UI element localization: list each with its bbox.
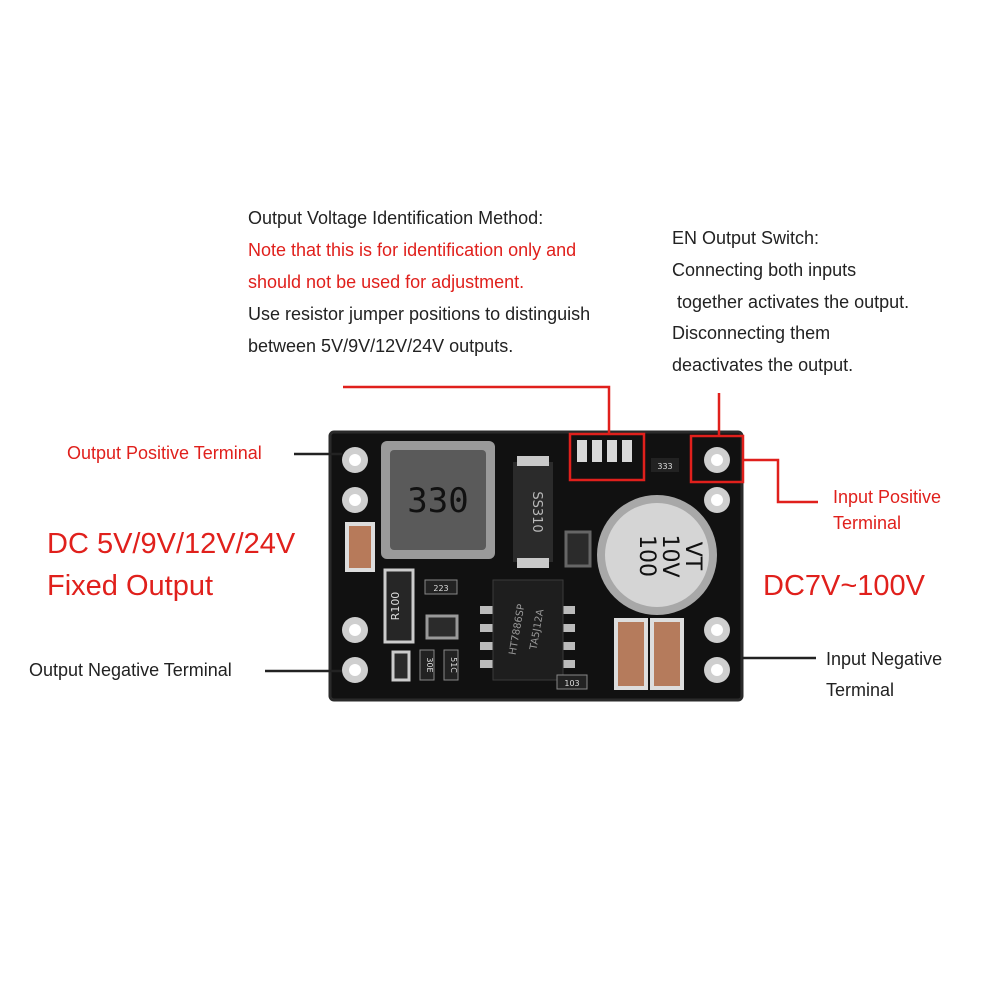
output-spec-line-1: DC 5V/9V/12V/24V [47, 528, 296, 560]
ceramic-capacitors [345, 522, 684, 690]
jumper-pads [577, 440, 632, 462]
en-note-line-4: deactivates the output. [672, 355, 854, 375]
diode-marking: SS310 [529, 491, 544, 532]
voltage-note-body-2: between 5V/9V/12V/24V outputs. [248, 336, 514, 356]
resistor-223: 223 [424, 579, 458, 595]
resistor-30e: 30E [419, 649, 435, 681]
svg-text:VT: VT [680, 542, 705, 571]
inductor: 330 [381, 441, 495, 559]
right-terminal-pads [704, 447, 730, 683]
input-negative-label-2: Terminal [826, 680, 895, 700]
svg-text:100: 100 [634, 535, 659, 577]
svg-text:10V: 10V [657, 534, 682, 577]
output-spec-line-2: Fixed Output [47, 570, 214, 602]
electrolytic-capacitor: 100 10V VT [597, 495, 717, 615]
pcb-edge [328, 430, 744, 702]
capacitor-small [391, 650, 411, 682]
input-positive-leader-line [743, 458, 818, 504]
voltage-note-title: Output Voltage Identification Method: [248, 208, 544, 228]
resistor-333: 333 [651, 458, 679, 472]
output-negative-label: Output Negative Terminal [29, 660, 232, 680]
voltage-leader-line [343, 385, 611, 434]
voltage-note-warning-1: Note that this is for identification onl… [248, 240, 577, 260]
voltage-note-body-1: Use resistor jumper positions to disting… [248, 304, 591, 324]
output-positive-label: Output Positive Terminal [67, 443, 262, 463]
svg-text:103: 103 [564, 679, 579, 688]
en-note-line-2: together activates the output. [672, 292, 910, 312]
left-terminal-pads [342, 447, 368, 683]
input-positive-label-2: Terminal [833, 513, 902, 533]
en-note-line-3: Disconnecting them [672, 323, 831, 343]
voltage-note-warning-2: should not be used for adjustment. [248, 272, 525, 292]
input-positive-label-1: Input Positive [833, 487, 942, 507]
en-note-line-1: Connecting both inputs [672, 260, 857, 280]
input-range-spec: DC7V~100V [763, 570, 926, 602]
shunt-resistor: R100 [383, 568, 415, 644]
schottky-diode: SS310 [513, 456, 553, 568]
svg-text:30E: 30E [425, 657, 434, 672]
svg-text:333: 333 [657, 462, 672, 471]
en-note-title: EN Output Switch: [672, 228, 820, 248]
jumper-highlight-box [568, 432, 646, 482]
svg-text:223: 223 [433, 584, 448, 593]
svg-text:51C: 51C [449, 657, 458, 673]
input-negative-label-1: Input Negative [826, 649, 943, 669]
regulator-ic: HT7886SP TA5J12A [480, 579, 575, 681]
resistor-103: 103 [556, 674, 588, 690]
inductor-marking: 330 [407, 481, 468, 521]
resistor-51c: 51C [443, 649, 459, 681]
svg-text:R100: R100 [389, 592, 402, 621]
